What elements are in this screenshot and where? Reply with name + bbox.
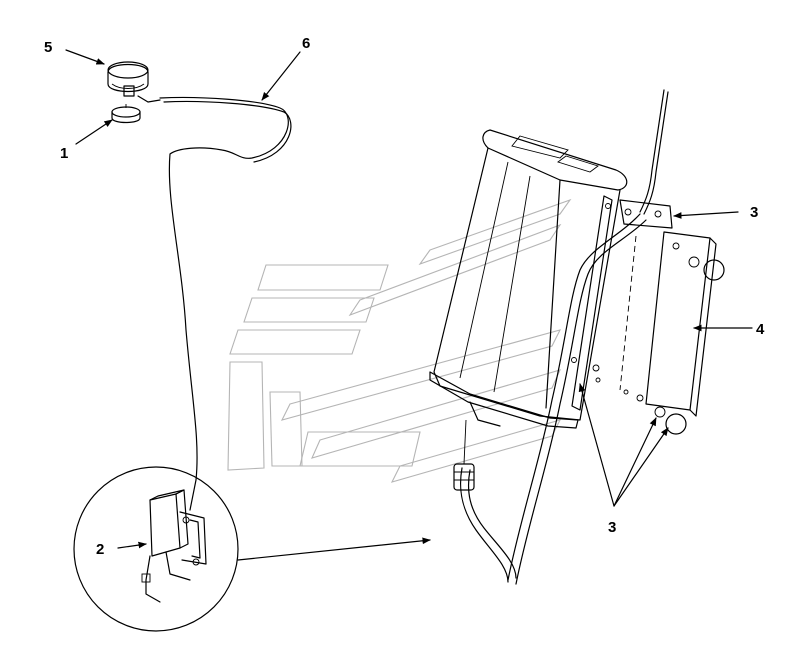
detail-circle — [73, 466, 431, 632]
callout-2: 2 — [96, 541, 104, 558]
callout-labels: 5 1 6 3 4 2 3 — [44, 35, 765, 558]
callout-4: 4 — [756, 321, 765, 338]
callout-3-bottom: 3 — [608, 519, 616, 536]
callout-6: 6 — [302, 35, 310, 52]
cable-part-6 — [137, 95, 292, 511]
magnet-disk-part-1 — [111, 104, 141, 124]
callout-3-top: 3 — [750, 204, 758, 221]
callout-1: 1 — [60, 145, 68, 162]
leader-lines — [65, 49, 753, 549]
callout-5: 5 — [44, 39, 52, 56]
connector-part-2 — [141, 489, 207, 603]
round-sensor-part-5 — [107, 61, 149, 97]
display-housing — [429, 129, 628, 583]
mounting-plate-part-4 — [592, 231, 725, 435]
top-bracket-part-3 — [619, 199, 673, 229]
antenna-rod — [507, 89, 669, 585]
